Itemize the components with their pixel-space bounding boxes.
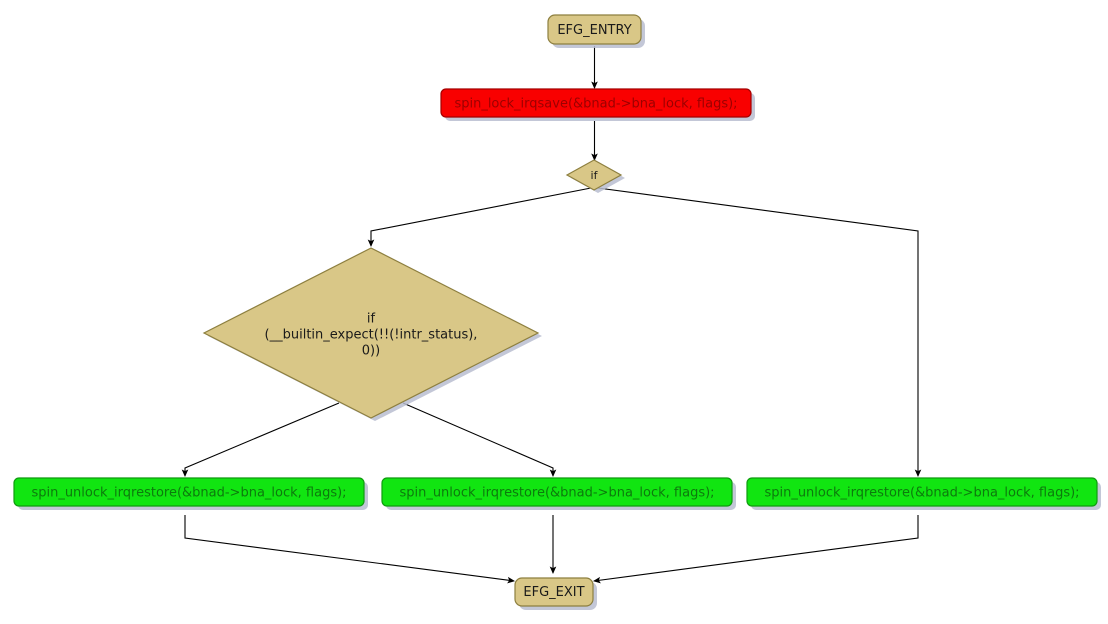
unlock-mid-box [381,477,733,507]
if-small-label: if [591,169,599,182]
unlock-left-label: spin_unlock_irqrestore(&bnad->bna_lock, … [31,486,346,501]
entry-label: EFG_ENTRY [557,23,631,38]
if-big-diamond [202,247,540,419]
edge-if-small-to-if-big [367,187,592,248]
node-spin-unlock-irqrestore-middle[interactable]: spin_unlock_irqrestore(&bnad->bna_lock, … [381,477,736,510]
node-if-decision-builtin-expect[interactable]: if (__builtin_expect(!!(!intr_status), 0… [202,247,542,421]
lock-label: spin_lock_irqsave(&bnad->bna_lock, flags… [454,97,737,112]
unlock-left-box [13,477,365,507]
edge-if-big-to-unlock-mid [402,402,557,478]
exit-box [514,577,594,607]
edge-if-small-to-unlock-right [597,187,922,478]
node-spin-unlock-irqrestore-right[interactable]: spin_unlock_irqrestore(&bnad->bna_lock, … [746,477,1101,510]
if-big-label-line-1: if [367,312,376,327]
unlock-mid-label: spin_unlock_irqrestore(&bnad->bna_lock, … [399,486,714,501]
edge-layer [181,46,922,584]
edge-unlock-right-to-exit [592,515,919,584]
node-efg-exit[interactable]: EFG_EXIT [514,577,597,610]
entry-box [547,14,642,45]
node-efg-entry[interactable]: EFG_ENTRY [547,14,645,48]
node-spin-unlock-irqrestore-left[interactable]: spin_unlock_irqrestore(&bnad->bna_lock, … [13,477,368,510]
if-big-label-line-2: (__builtin_expect(!!(!intr_status), [265,328,478,343]
unlock-right-label: spin_unlock_irqrestore(&bnad->bna_lock, … [764,486,1079,501]
if-small-diamond [565,159,623,191]
edge-if-big-to-unlock-left [181,402,340,478]
unlock-right-box [746,477,1098,507]
node-spin-lock-irqsave[interactable]: spin_lock_irqsave(&bnad->bna_lock, flags… [440,88,755,121]
if-big-label-line-3: 0)) [362,344,380,359]
edge-unlock-left-to-exit [184,515,516,584]
lock-box [440,88,752,118]
node-if-decision-small[interactable]: if [565,159,625,193]
exit-label: EFG_EXIT [523,585,584,600]
